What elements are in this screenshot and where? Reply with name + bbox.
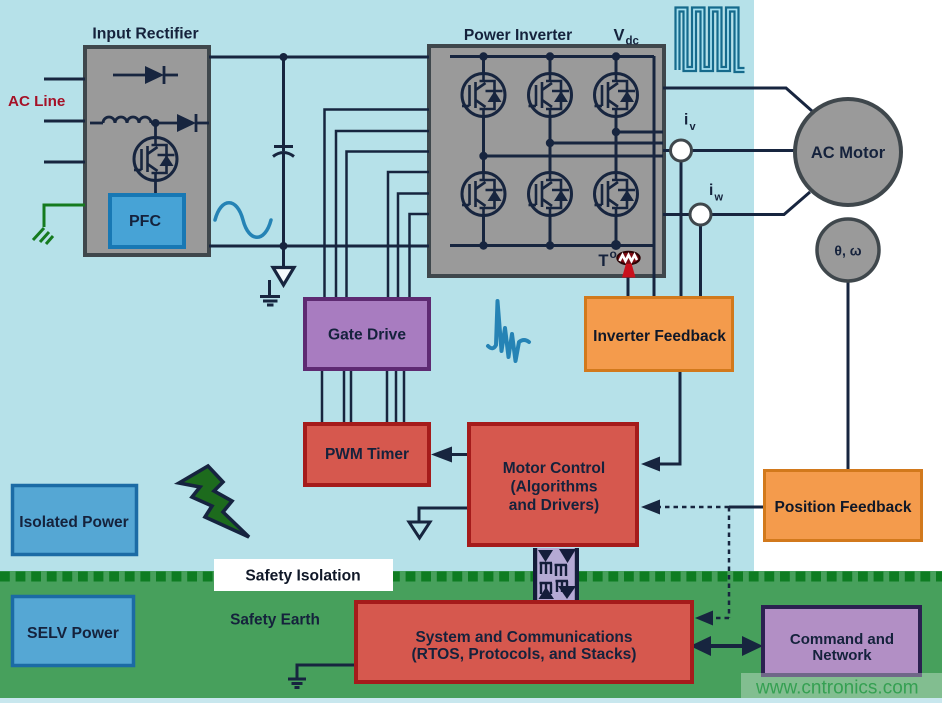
- svg-text:and Drivers): and Drivers): [509, 497, 599, 514]
- svg-text:Inverter Feedback: Inverter Feedback: [593, 328, 726, 345]
- svg-text:Motor Control: Motor Control: [503, 460, 605, 477]
- svg-text:(Algorithms: (Algorithms: [511, 479, 598, 496]
- svg-text:w: w: [714, 192, 724, 204]
- svg-text:i: i: [709, 182, 713, 199]
- svg-text:Position Feedback: Position Feedback: [775, 499, 912, 516]
- svg-text:o: o: [610, 247, 617, 261]
- svg-text:i: i: [684, 112, 688, 129]
- svg-text:System and Communications: System and Communications: [415, 629, 632, 646]
- svg-text:V: V: [614, 27, 625, 45]
- svg-text:Power Inverter: Power Inverter: [464, 27, 572, 44]
- svg-text:(RTOS, Protocols, and Stacks): (RTOS, Protocols, and Stacks): [411, 646, 636, 663]
- svg-text:Gate Drive: Gate Drive: [328, 327, 406, 344]
- svg-text:dc: dc: [626, 36, 640, 48]
- svg-text:www.cntronics.com: www.cntronics.com: [755, 678, 919, 699]
- svg-text:θ, ω: θ, ω: [834, 243, 861, 259]
- svg-text:Input Rectifier: Input Rectifier: [92, 26, 198, 43]
- svg-text:Safety Isolation: Safety Isolation: [245, 568, 360, 585]
- svg-text:Command and: Command and: [790, 631, 894, 648]
- svg-text:Network: Network: [812, 647, 872, 664]
- svg-text:PFC: PFC: [129, 213, 161, 230]
- svg-text:AC Line: AC Line: [8, 93, 65, 110]
- svg-text:PWM Timer: PWM Timer: [325, 446, 409, 463]
- svg-text:T: T: [598, 252, 608, 270]
- svg-text:Safety Earth: Safety Earth: [230, 612, 320, 629]
- svg-text:SELV Power: SELV Power: [27, 625, 119, 642]
- svg-text:v: v: [690, 121, 697, 133]
- svg-text:AC Motor: AC Motor: [811, 144, 886, 162]
- svg-text:Isolated Power: Isolated Power: [19, 514, 128, 531]
